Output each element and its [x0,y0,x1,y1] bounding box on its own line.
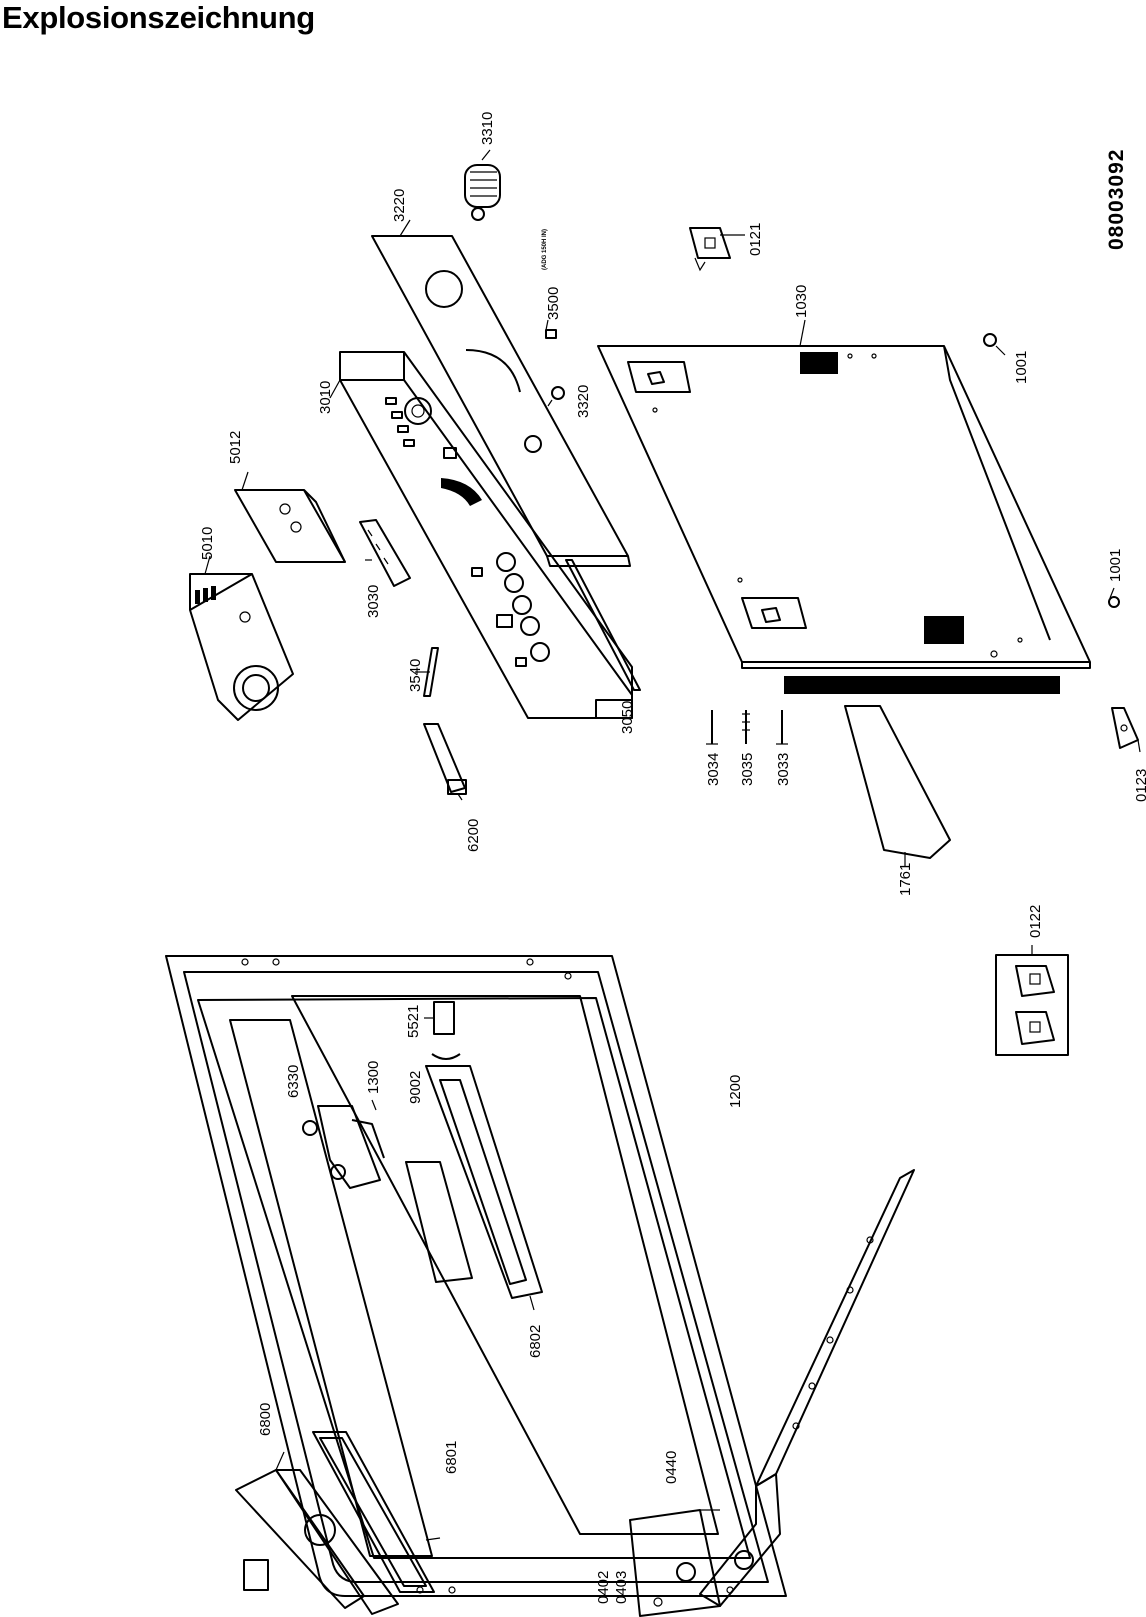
page-title: Explosionszeichnung [2,0,315,35]
part-5010-motor [189,555,294,721]
label-3030: 3030 [365,585,382,618]
label-3320: 3320 [575,385,592,418]
label-6200: 6200 [465,819,482,852]
part-3540 [415,647,439,697]
part-5521 [424,1001,455,1035]
label-0403: 0403 [613,1571,630,1604]
label-6330: 6330 [285,1065,302,1098]
part-3310-knob [464,149,501,221]
part-1001-clip-a [983,333,1006,356]
label-0402: 0402 [595,1571,612,1604]
part-1030-door-panel [597,319,1091,669]
label-3050: 3050 [619,701,636,734]
label-1300: 1300 [365,1061,382,1094]
label-3034: 3034 [705,753,722,786]
label-0121: 0121 [747,223,764,256]
label-3035: 3035 [739,753,756,786]
part-1200-inner-door [165,955,787,1597]
label-0123: 0123 [1133,769,1146,802]
label-1001-bottom: 1001 [1107,549,1124,582]
part-9002-6802-channel [425,1053,543,1311]
part-3030-board [359,519,411,587]
part-3010-control-panel [329,351,633,719]
part-5012-bracket [234,471,346,563]
label-1001-top: 1001 [1013,351,1030,384]
part-1001-clip-b [1108,587,1120,608]
label-3220: 3220 [391,189,408,222]
label-1761: 1761 [897,863,914,896]
label-3010: 3010 [317,381,334,414]
label-0440: 0440 [663,1451,680,1484]
label-5521: 5521 [405,1005,422,1038]
part-0121-plate [689,227,745,272]
note-3500: (ADG 150H IN) [542,229,548,270]
part-0122-kit-box [995,945,1069,1056]
screws-3034-3035-3033 [706,710,788,745]
label-3500: 3500 [545,287,562,320]
label-0122: 0122 [1027,905,1044,938]
part-6800-dispenser [235,1451,399,1615]
label-9002: 9002 [407,1071,424,1104]
part-6200 [423,723,467,801]
label-3540: 3540 [407,659,424,692]
label-6801: 6801 [443,1441,460,1474]
part-1300-lock [302,1099,385,1189]
label-6800: 6800 [257,1403,274,1436]
part-3220-panel-cover [371,219,631,567]
part-1761-insulation [784,676,1060,866]
part-0402-0403-hinge [629,1169,915,1617]
label-1030: 1030 [793,285,810,318]
part-0123-bracket [1111,707,1141,753]
part-6801-gasket [312,1431,441,1593]
label-1200: 1200 [727,1075,744,1108]
label-5010: 5010 [199,527,216,560]
label-5012: 5012 [227,431,244,464]
part-3500 [545,319,557,339]
part-3050-strip [565,559,641,691]
label-6802: 6802 [527,1325,544,1358]
part-3320 [547,386,565,407]
label-3310: 3310 [479,112,496,145]
label-3033: 3033 [775,753,792,786]
